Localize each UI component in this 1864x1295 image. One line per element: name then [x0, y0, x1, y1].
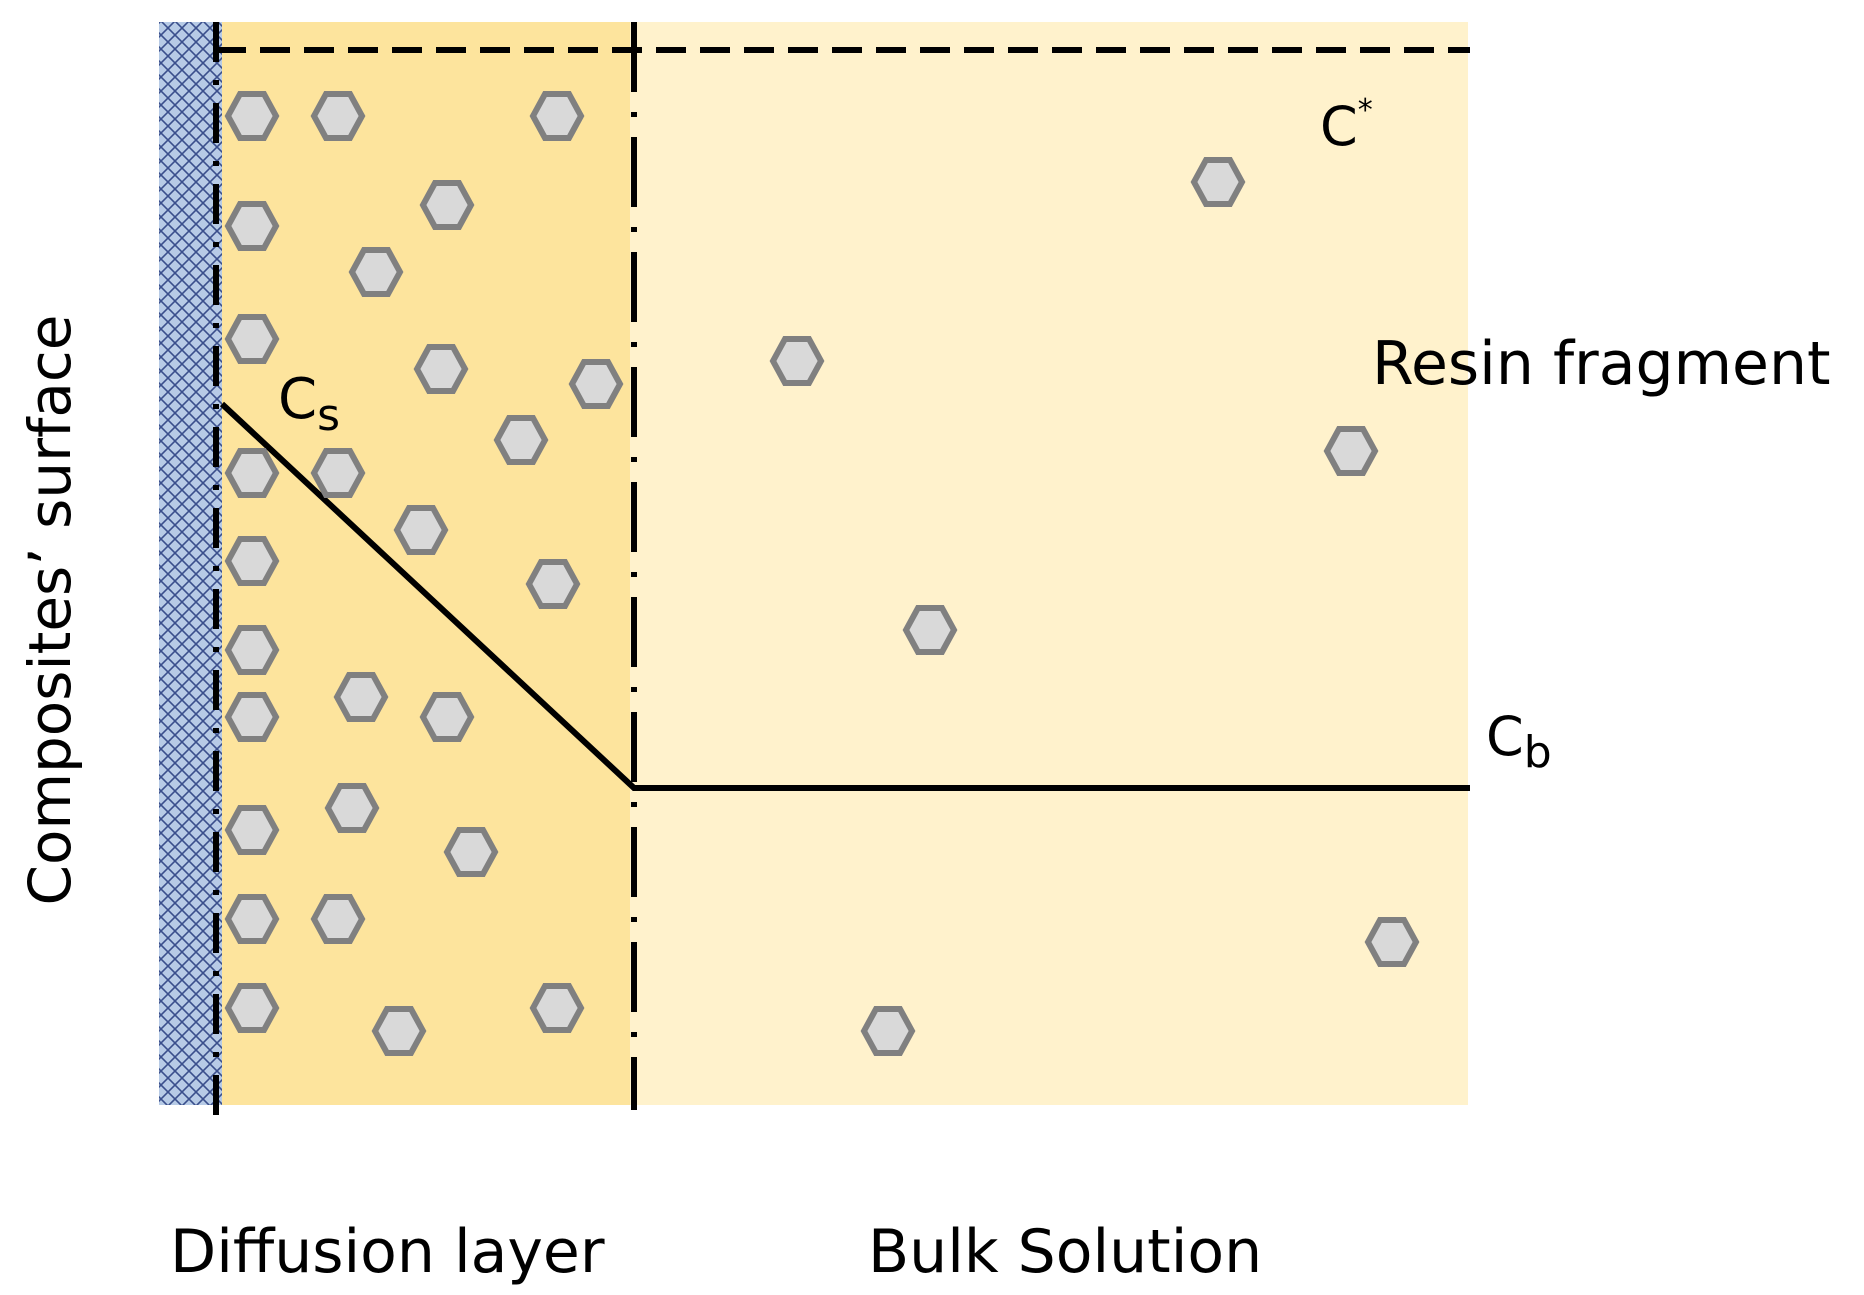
hexagon-icon: [529, 91, 585, 141]
hexagon-icon: [333, 672, 389, 722]
hexagon-icon: [1364, 917, 1420, 967]
hexagon-icon: [348, 247, 404, 297]
hexagon-icon: [902, 605, 958, 655]
hexagon-icon: [568, 359, 624, 409]
resin-fragments: [224, 91, 1420, 1056]
hexagon-icon: [224, 805, 280, 855]
hexagon-icon: [860, 1006, 916, 1056]
hexagon-icon: [224, 692, 280, 742]
hexagon-icon: [224, 983, 280, 1033]
hexagon-icon: [525, 559, 581, 609]
hexagon-icon: [419, 180, 475, 230]
hexagon-icon: [493, 415, 549, 465]
hexagon-icon: [224, 91, 280, 141]
cb-label: Cb: [1486, 705, 1552, 778]
hexagon-icon: [310, 448, 366, 498]
hexagon-icon: [224, 625, 280, 675]
concentration-profile-line: [219, 401, 1470, 791]
hexagon-icon: [769, 336, 825, 386]
hexagon-icon: [413, 344, 469, 394]
bulk-solution-label: Bulk Solution: [868, 1217, 1263, 1287]
hexagon-icon: [371, 1006, 427, 1056]
hexagon-icon: [419, 692, 475, 742]
c-star-label: C*: [1320, 93, 1373, 158]
hexagon-icon: [224, 448, 280, 498]
hexagon-icon: [224, 314, 280, 364]
hexagon-icon: [224, 894, 280, 944]
hexagon-icon: [310, 91, 366, 141]
hexagon-icon: [443, 827, 499, 877]
hexagon-icon: [529, 983, 585, 1033]
bulk-solution-region: [630, 22, 1468, 1105]
hexagon-icon: [310, 894, 366, 944]
hexagon-icon: [224, 201, 280, 251]
hexagon-icon: [324, 783, 380, 833]
hexagon-icon: [224, 536, 280, 586]
hexagon-icon: [393, 505, 449, 555]
cs-label: Cs: [278, 367, 341, 442]
composite-surface: [159, 22, 222, 1105]
diffusion-layer-label: Diffusion layer: [170, 1217, 605, 1287]
composites-surface-label: Composites’ surface: [16, 314, 84, 906]
hexagon-icon: [1323, 426, 1379, 476]
resin-fragment-label: Resin fragment: [1372, 329, 1831, 399]
hexagon-icon: [1190, 157, 1246, 207]
